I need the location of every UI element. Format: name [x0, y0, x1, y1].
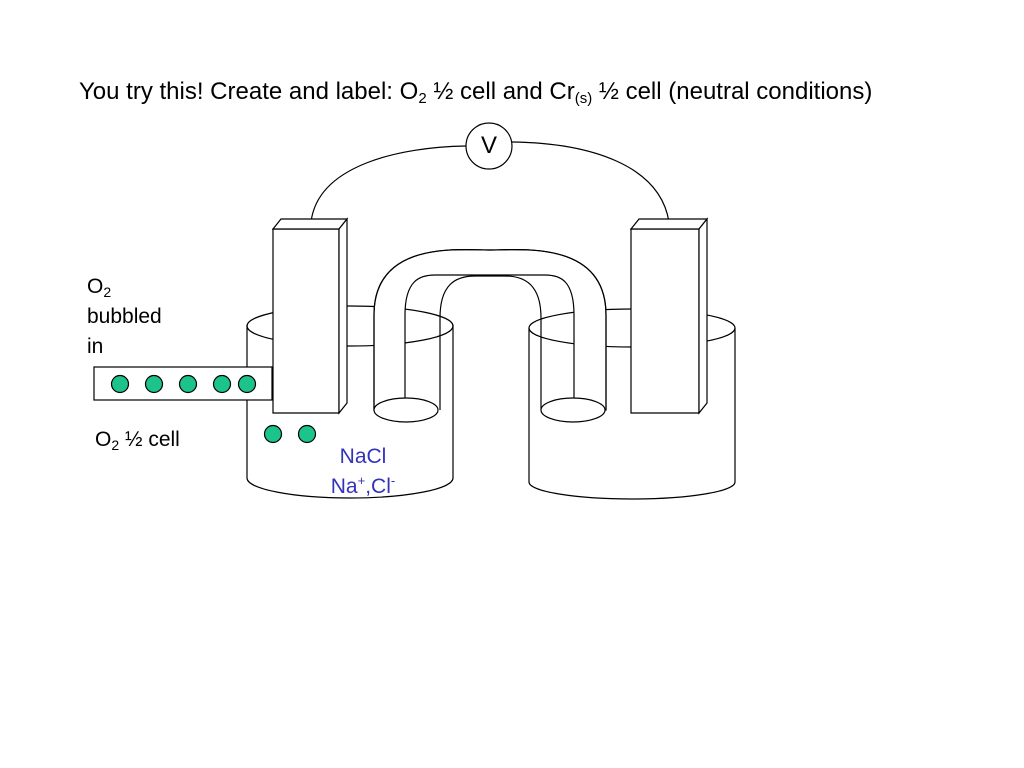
o2-bubble [178, 374, 198, 394]
salt-bridge-right-end [540, 397, 606, 423]
salt-bridge-outline [373, 248, 607, 410]
o2-bubbles [110, 374, 317, 444]
o2-bubble [237, 374, 257, 394]
left-beaker-body [246, 325, 454, 499]
o2-bubble [263, 424, 283, 444]
salt-bridge-inner-outline [439, 275, 542, 410]
voltmeter-label: V [480, 132, 497, 159]
o2-bubble [297, 424, 317, 444]
o2-bubbled-in-label: O2 bubbled in [87, 275, 162, 358]
salt-bridge [373, 248, 607, 411]
voltmeter [465, 122, 513, 170]
electrolyte-label: NaCl Na+,Cl- [330, 445, 396, 498]
o2-half-cell-label: O2 ½ cell [95, 428, 180, 453]
salt-bridge-left-end [373, 397, 439, 423]
o2-bubble [144, 374, 164, 394]
right-beaker-body [528, 328, 736, 500]
o2-bubble [212, 374, 232, 394]
wire-left [310, 145, 467, 223]
page-title: You try this! Create and label: O2 ½ cel… [79, 78, 873, 107]
right-electrode [629, 217, 709, 415]
o2-bubble [110, 374, 130, 394]
left-beaker-rim [246, 305, 454, 347]
wire-right [511, 141, 670, 223]
left-electrode [271, 217, 349, 415]
